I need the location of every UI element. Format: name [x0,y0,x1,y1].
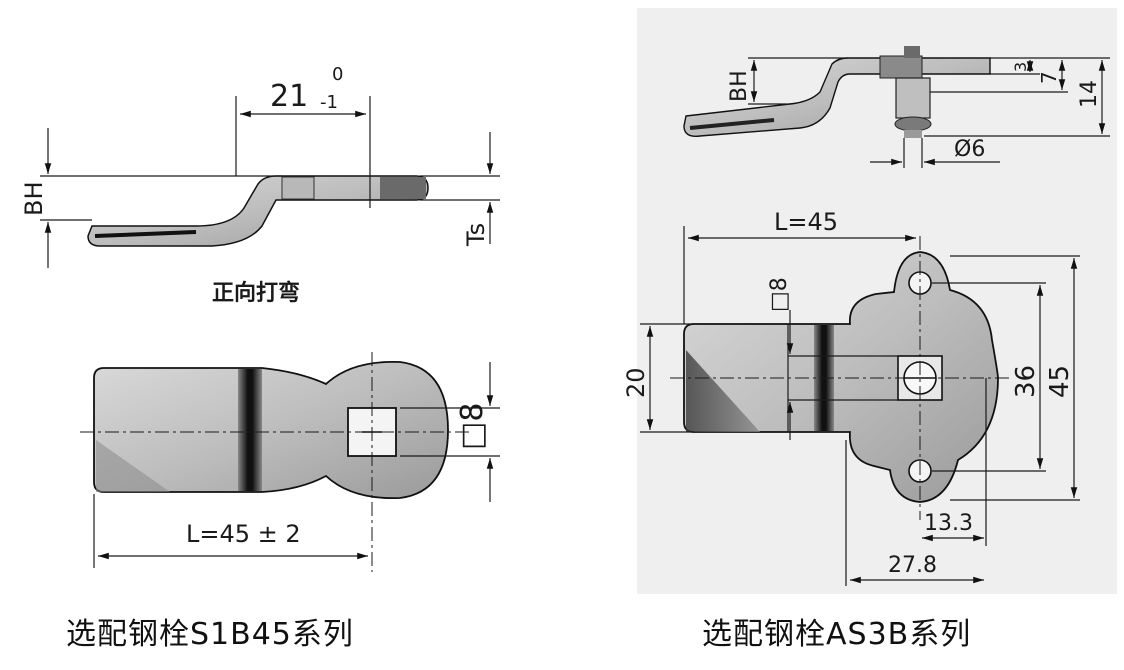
dim-21-tol-lower: -1 [320,92,338,113]
latch-head-side [380,177,426,199]
dim-3-label: 3 [1011,62,1030,72]
latch-side-body [87,175,429,247]
dim-L-label: L=45 ± 2 [186,520,301,548]
dim-square-8-label-right: □8 [767,277,792,312]
latch-collar [281,176,315,200]
dim-L45-label: L=45 [774,208,838,236]
latch-tongue-groove [94,230,197,238]
right-side-view: BH 3 7 14 Ø6 [683,46,1110,168]
dim-diameter-label: Ø6 [954,137,985,162]
dim-20-label: 20 [622,367,650,398]
dim-36-label: 36 [1011,365,1041,398]
dim-21-label: 21 [270,79,308,114]
latch-bend-band [238,369,262,491]
dim-ts-label: Ts [462,223,490,247]
bend-direction-label: 正向打弯 [212,280,300,306]
dim-45-label: 45 [1045,365,1075,398]
right-top-view: L=45 □8 20 36 45 13.3 27.8 [622,208,1080,586]
dim-21-tol-upper: 0 [332,64,343,85]
dim-14-label: 14 [1077,80,1102,108]
left-side-view: 21 0 -1 BH Ts 正向打弯 [20,64,500,306]
left-top-view: □8 L=45 ± 2 [80,352,500,572]
left-series-caption: 选配钢栓S1B45系列 [66,617,354,652]
dim-bh-label: BH [20,181,48,216]
dim-7-label: 7 [1037,71,1061,84]
right-series-caption: 选配钢栓AS3B系列 [702,617,971,652]
latch-side-body-right [683,57,991,137]
dim-bh-label-right: BH [727,70,752,102]
dim-13-3-label: 13.3 [924,511,973,536]
pivot-post [895,77,931,119]
dim-27-8-label: 27.8 [888,553,937,578]
dim-square-8-label: □8 [455,403,490,450]
